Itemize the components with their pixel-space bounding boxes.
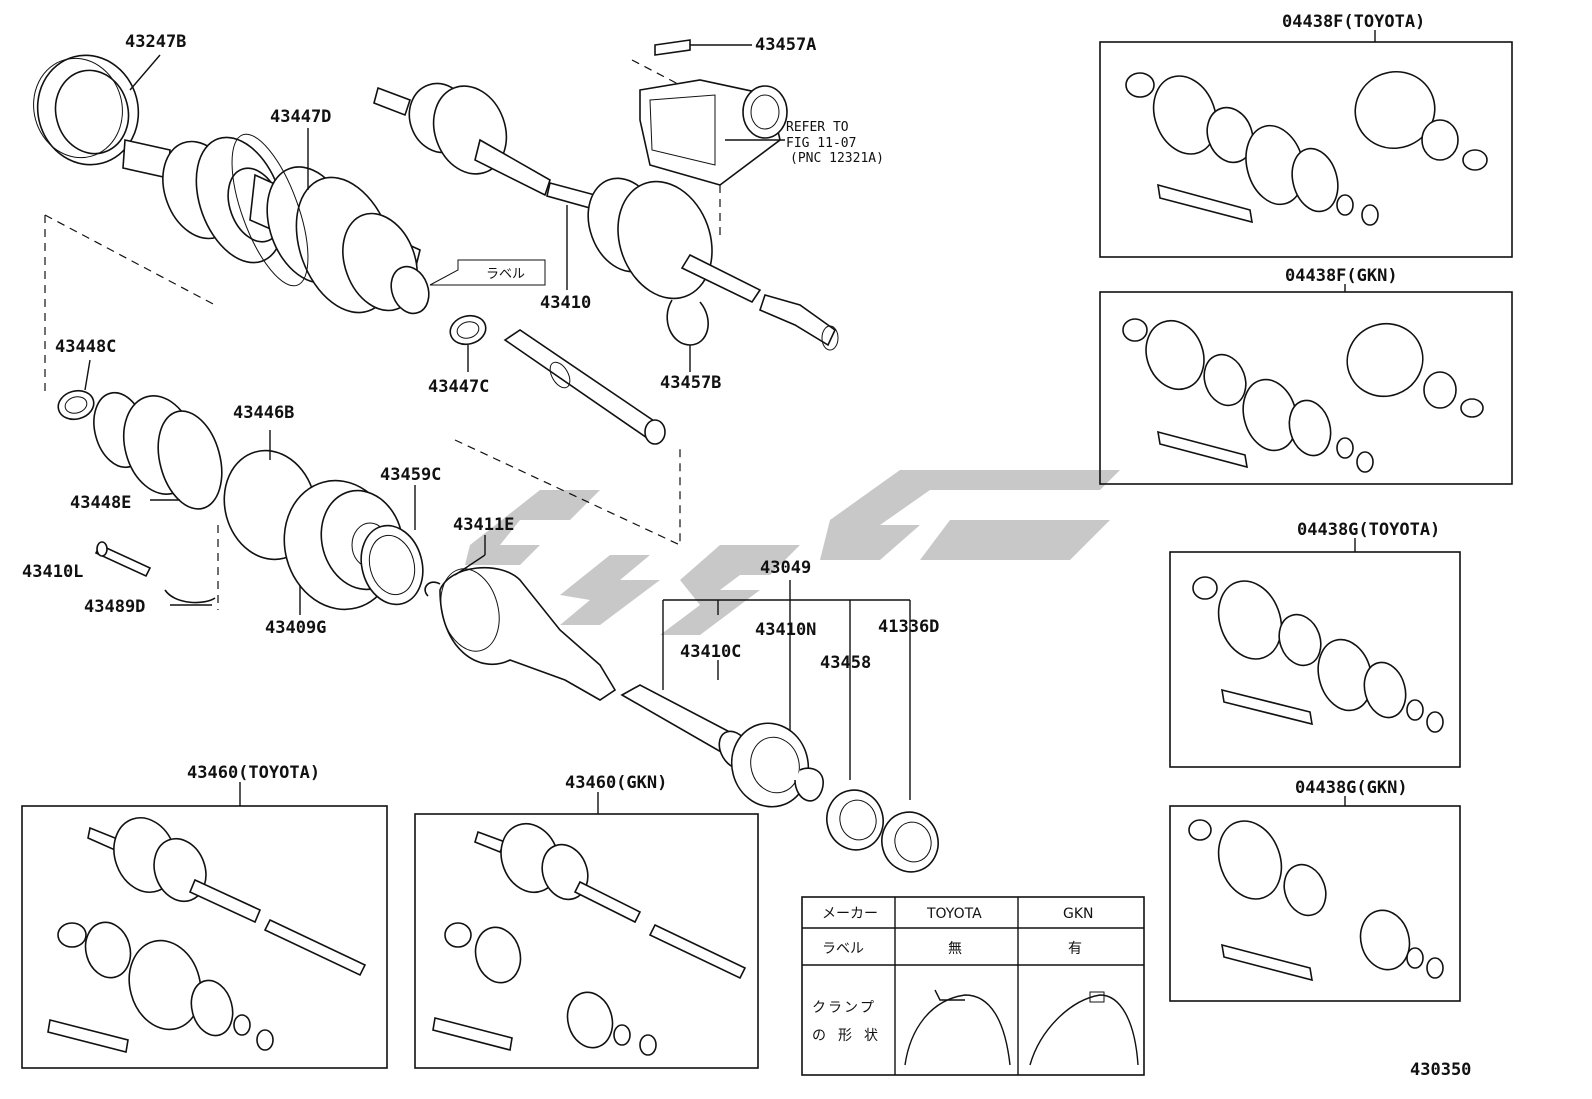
toyota-clamp-shape bbox=[904, 994, 1011, 1066]
part-43447C-clamp bbox=[449, 314, 487, 346]
callout-41336D: 41336D bbox=[878, 617, 939, 637]
callout-43447D: 43447D bbox=[270, 107, 331, 127]
table-head-gkn: GKN bbox=[1063, 906, 1094, 922]
part-43458-seal bbox=[826, 789, 884, 851]
kit-43460-gkn-title: 43460(GKN) bbox=[565, 773, 667, 793]
kit-04438F-toyota-box bbox=[1099, 41, 1513, 258]
table-head-toyota: TOYOTA bbox=[926, 906, 982, 922]
table-clamp-char2: ラ bbox=[828, 1000, 842, 1016]
callout-43489D: 43489D bbox=[84, 597, 145, 617]
part-bearing-bracket bbox=[639, 79, 788, 186]
table-head-maker: メーカー bbox=[822, 906, 878, 922]
part-43247B-seal bbox=[33, 54, 140, 166]
part-43489D-clip bbox=[164, 589, 216, 604]
kit-04438G-toyota-title: 04438G(TOYOTA) bbox=[1297, 520, 1440, 540]
refer-note-line1: REFER TO bbox=[786, 120, 849, 135]
refer-note-line3: (PNC 12321A) bbox=[790, 151, 884, 166]
part-41336D-seal bbox=[881, 811, 939, 873]
callout-43446B: 43446B bbox=[233, 403, 294, 423]
kit-04438F-gkn-box bbox=[1099, 291, 1513, 485]
kit-43460-toyota-parts bbox=[47, 817, 367, 1053]
part-inner-driveshaft-top bbox=[373, 82, 839, 351]
watermark-logo bbox=[465, 470, 1120, 635]
kit-04438F-toyota-parts bbox=[1125, 70, 1488, 226]
table-clamp-char4: プ bbox=[860, 1000, 874, 1016]
gkn-clamp-shape bbox=[1029, 994, 1139, 1066]
part-bearing bbox=[730, 722, 810, 808]
part-43448C-clamp bbox=[57, 389, 95, 421]
callout-43457B: 43457B bbox=[660, 373, 721, 393]
part-43410L-bolt bbox=[94, 541, 152, 578]
kit-04438F-gkn-parts bbox=[1122, 318, 1484, 473]
table-clamp-char6: 形 bbox=[838, 1028, 852, 1044]
maker-table: メーカー TOYOTA GKN ラベル 無 有 ク ラ ン プ の 形 状 bbox=[801, 896, 1145, 1076]
callout-43410N: 43410N bbox=[755, 620, 816, 640]
part-43411E-housing bbox=[439, 566, 617, 701]
callout-43458: 43458 bbox=[820, 653, 871, 673]
callout-43410L: 43410L bbox=[22, 562, 83, 582]
table-gkn-label: 有 bbox=[1068, 941, 1082, 957]
kit-43460-gkn-box bbox=[414, 813, 759, 1069]
callout-43448C: 43448C bbox=[55, 337, 116, 357]
kit-04438F-toyota-title: 04438F(TOYOTA) bbox=[1282, 12, 1425, 32]
part-43459C-gear-ring bbox=[360, 524, 424, 606]
callout-43448E: 43448E bbox=[70, 493, 131, 513]
callout-43247B: 43247B bbox=[125, 32, 186, 52]
kit-04438F-gkn-title: 04438F(GKN) bbox=[1285, 266, 1398, 286]
kit-43460-toyota-title: 43460(TOYOTA) bbox=[187, 763, 320, 783]
callout-43409G: 43409G bbox=[265, 618, 326, 638]
kit-04438G-gkn-box bbox=[1169, 805, 1461, 1002]
label-tag: ラベル bbox=[429, 259, 546, 286]
kit-04438G-toyota-parts bbox=[1192, 576, 1444, 733]
callout-43410: 43410 bbox=[540, 293, 591, 313]
part-inner-boot bbox=[93, 391, 223, 510]
kit-04438G-gkn-title: 04438G(GKN) bbox=[1295, 778, 1408, 798]
callout-43447C: 43447C bbox=[428, 377, 489, 397]
callout-43411E: 43411E bbox=[453, 515, 514, 535]
part-43410N-snap-ring bbox=[794, 767, 824, 802]
callout-43410C: 43410C bbox=[680, 642, 741, 662]
table-clamp-char5: の bbox=[812, 1028, 826, 1044]
refer-note-line2: FIG 11-07 bbox=[786, 136, 856, 151]
table-row-label: ラベル bbox=[822, 941, 864, 957]
callout-43457A: 43457A bbox=[755, 35, 816, 55]
label-tag-text: ラベル bbox=[486, 267, 525, 282]
table-toyota-label: 無 bbox=[948, 941, 962, 957]
callout-43459C: 43459C bbox=[380, 465, 441, 485]
kit-04438G-toyota-box bbox=[1169, 551, 1461, 768]
kit-43460-gkn-parts bbox=[432, 822, 747, 1056]
table-clamp-char7: 状 bbox=[864, 1028, 878, 1044]
kit-04438G-gkn-parts bbox=[1188, 819, 1444, 982]
kit-43460-toyota-box bbox=[21, 805, 388, 1069]
table-clamp-char3: ン bbox=[844, 1000, 858, 1016]
table-clamp-char1: ク bbox=[812, 1000, 826, 1016]
diagram-code: 430350 bbox=[1410, 1060, 1471, 1080]
part-outer-driveshaft-assembly bbox=[122, 133, 430, 315]
callout-43049: 43049 bbox=[760, 558, 811, 578]
part-intermediate-shaft bbox=[503, 329, 666, 445]
